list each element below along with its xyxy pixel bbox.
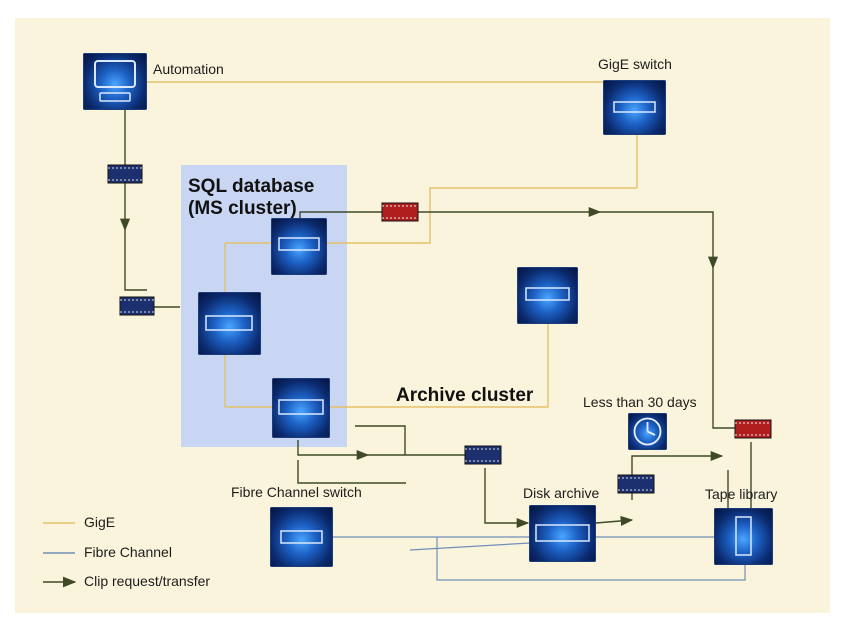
fibre-channel-switch-label: Fibre Channel switch — [231, 484, 362, 500]
clip-transfer-icon — [107, 164, 143, 184]
disk-archive-icon — [529, 505, 596, 562]
sql-database-label-line2: (MS cluster) — [188, 198, 297, 219]
sql-server-1-icon — [271, 218, 327, 275]
fibre-channel-switch-icon — [270, 507, 333, 567]
automation-label: Automation — [153, 61, 224, 77]
fibre-channel-links — [333, 536, 746, 581]
gige-links — [147, 81, 638, 408]
gige-switch-label: GigE switch — [598, 56, 672, 72]
archive-cluster-label: Archive cluster — [396, 385, 534, 406]
legend-clip-label: Clip request/transfer — [84, 573, 211, 589]
clip-transfer-icon — [464, 445, 502, 465]
clip-paths — [119, 110, 752, 529]
automation-icon — [83, 53, 147, 110]
clip-transfer-icon — [119, 296, 155, 316]
tape-library-label: Tape library — [705, 486, 778, 502]
clip-transfer-icon — [617, 474, 655, 494]
legend-gige-label: GigE — [84, 514, 116, 530]
retention-label: Less than 30 days — [583, 394, 697, 410]
legend-fibre-label: Fibre Channel — [84, 544, 172, 560]
tape-library-icon — [714, 508, 773, 565]
archive-server-2-icon — [272, 378, 330, 438]
disk-archive-label: Disk archive — [523, 485, 600, 501]
sql-server-2-icon — [198, 292, 261, 355]
clip-transfer-icon-red — [381, 202, 419, 222]
clip-transfer-icon-red — [734, 419, 772, 439]
gige-switch-icon — [603, 80, 666, 135]
clock-icon — [628, 413, 667, 450]
archive-server-1-icon — [517, 267, 578, 324]
sql-database-label-line1: SQL database — [188, 176, 315, 197]
